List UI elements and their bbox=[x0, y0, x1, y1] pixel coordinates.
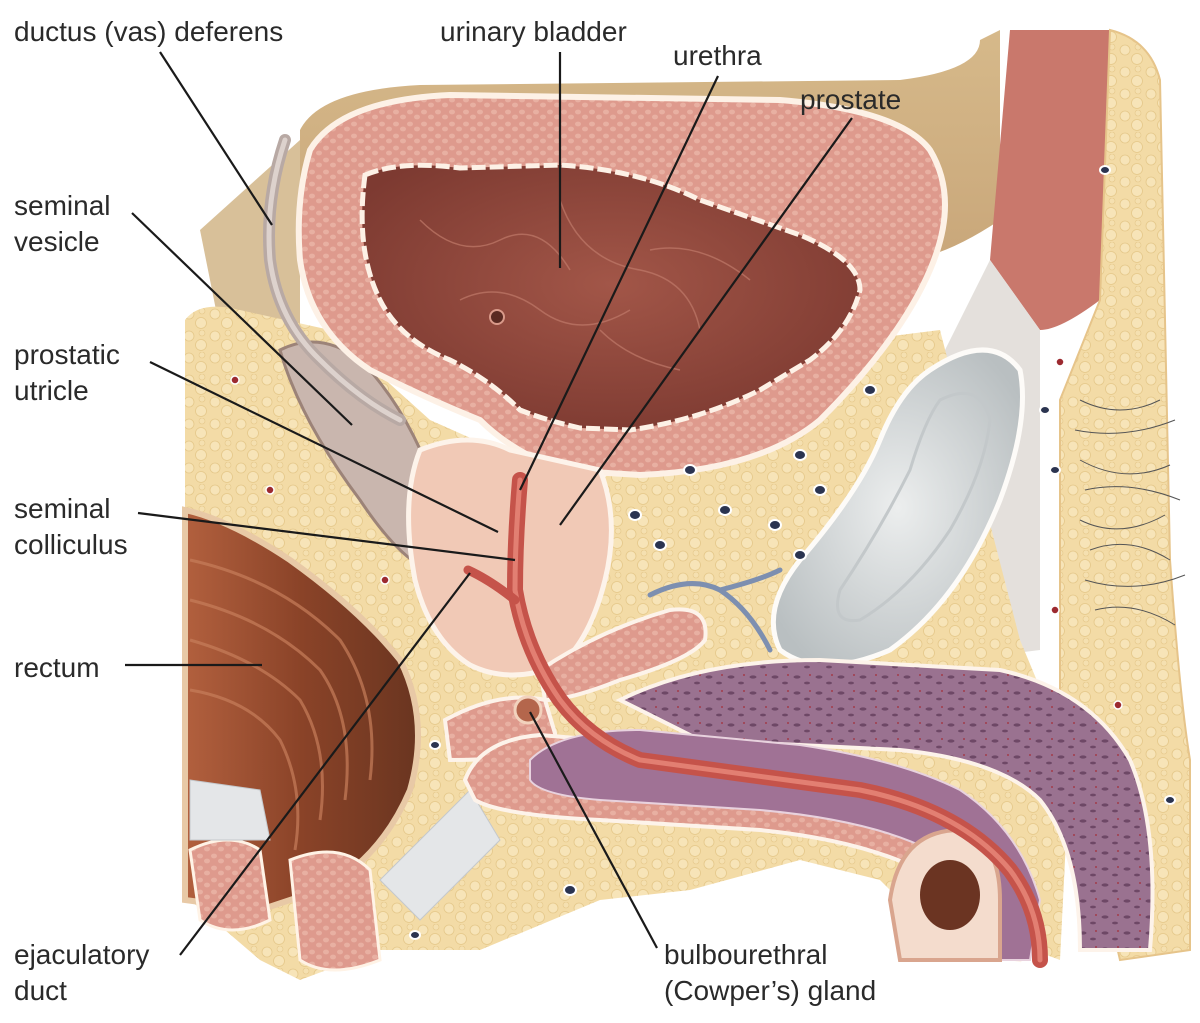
ejaculatory-duct-shape bbox=[463, 565, 520, 605]
hair-strokes bbox=[1074, 399, 1186, 626]
label-urethra: urethra bbox=[673, 40, 762, 71]
leader-bulbourethral-gland bbox=[529, 711, 658, 949]
scrotal-opening bbox=[920, 860, 980, 930]
leader-seminal-colliculus bbox=[137, 511, 516, 562]
label-rectum: rectum bbox=[14, 652, 100, 683]
bladder-vessels bbox=[419, 199, 751, 371]
leader-seminal-vesicle bbox=[131, 212, 353, 426]
label-bulbourethral-gland-line1: bulbourethral bbox=[664, 939, 828, 970]
rectum-folds bbox=[189, 558, 374, 851]
abdominal-wall-muscle bbox=[990, 30, 1110, 330]
label-seminal-vesicle-line1: seminal bbox=[14, 190, 111, 221]
corpus-spongiosum bbox=[529, 728, 1042, 961]
label-seminal-colliculus-line2: colliculus bbox=[14, 529, 128, 560]
leader-ejaculatory-duct bbox=[179, 572, 471, 956]
label-prostatic-utricle-line1: prostatic bbox=[14, 339, 120, 370]
vessel-dots bbox=[409, 165, 1176, 940]
perineal-fibers-left bbox=[189, 779, 271, 841]
ureter-orifice bbox=[489, 309, 505, 325]
dorsal-veins bbox=[647, 567, 783, 653]
label-seminal-colliculus-line1: seminal bbox=[14, 493, 111, 524]
leader-prostate bbox=[559, 117, 853, 526]
label-seminal-vesicle: seminal vesicle bbox=[14, 188, 110, 260]
bulbourethral-gland-shape bbox=[513, 695, 543, 725]
leader-ductus-deferens bbox=[159, 51, 273, 226]
leader-urethra bbox=[519, 75, 719, 491]
label-prostate: prostate bbox=[800, 84, 902, 115]
label-seminal-colliculus: seminal colliculus bbox=[14, 491, 128, 563]
label-prostatic-utricle: prostatic utricle bbox=[14, 337, 120, 409]
label-ductus-deferens: ductus (vas) deferens bbox=[14, 16, 284, 47]
artery-dots bbox=[230, 357, 1123, 710]
perineal-fibers bbox=[379, 789, 501, 921]
corpus-cavernosum bbox=[615, 657, 1155, 952]
urethra-lumen bbox=[512, 477, 1043, 963]
label-ejaculatory-duct-line1: ejaculatory bbox=[14, 939, 150, 970]
label-bulbourethral-gland: bulbourethral (Cowper’s) gland bbox=[664, 937, 876, 1009]
label-ejaculatory-duct-line2: duct bbox=[14, 975, 67, 1006]
label-bulbourethral-gland-line2: (Cowper’s) gland bbox=[664, 975, 877, 1006]
perineal-muscle bbox=[288, 850, 382, 972]
label-prostatic-utricle-line2: utricle bbox=[14, 375, 89, 406]
label-urinary-bladder: urinary bladder bbox=[440, 16, 627, 47]
ductus-deferens-highlight bbox=[266, 137, 403, 423]
leader-prostatic-utricle bbox=[149, 361, 499, 533]
leader-lines bbox=[125, 51, 853, 956]
label-seminal-vesicle-line2: vesicle bbox=[14, 226, 100, 257]
urogenital-diaphragm bbox=[537, 607, 708, 703]
pubic-bone-inner bbox=[836, 391, 992, 623]
label-ejaculatory-duct: ejaculatory duct bbox=[14, 937, 149, 1009]
